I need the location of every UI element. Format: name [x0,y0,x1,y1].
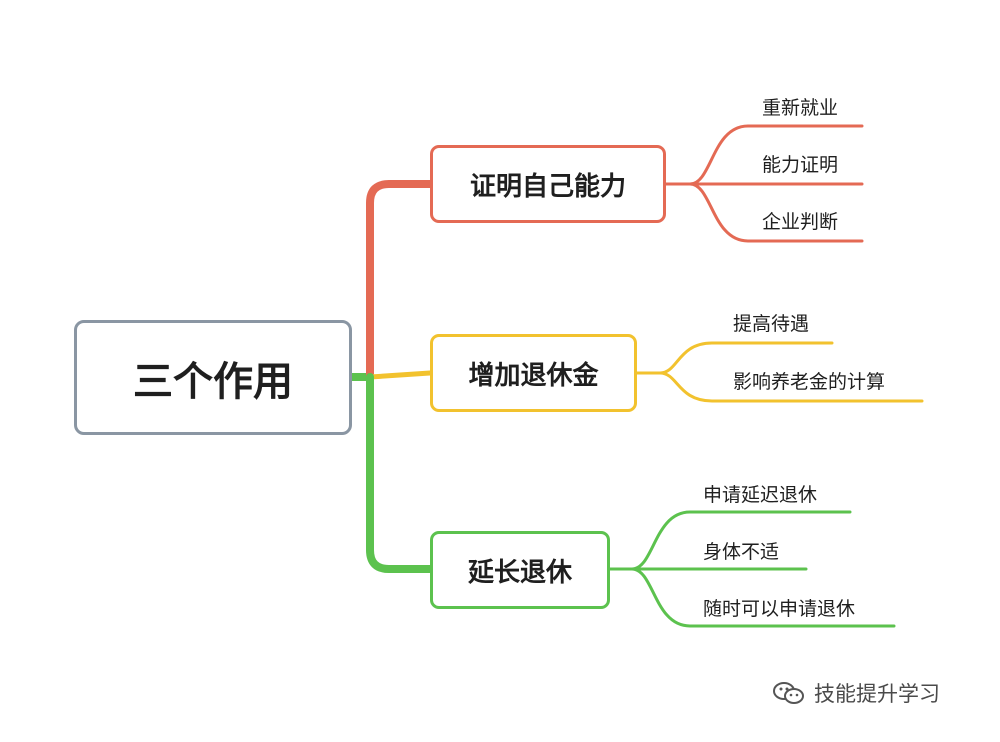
watermark: 技能提升学习 [772,678,940,708]
leaf-connector [688,124,864,186]
trunk-connector-ability [366,180,434,381]
leaf-connector [658,371,924,403]
leaf-connector [688,182,864,243]
root-node: 三个作用 [74,320,352,435]
leaf-item: 影响养老金的计算 [733,371,886,393]
branch-node-retirement: 延长退休 [430,531,610,609]
leaf-connector [630,567,896,628]
leaf-item: 随时可以申请退休 [703,598,856,620]
trunk-connector-retirement [366,373,434,573]
leaf-item: 重新就业 [762,97,839,119]
branch-label: 增加退休金 [468,360,599,391]
leaf-item: 能力证明 [762,154,839,176]
leaf-item: 企业判断 [762,211,839,233]
leaf-item: 身体不适 [703,541,780,563]
wechat-icon [773,682,804,704]
leaf-connector [630,510,852,571]
branch-label: 证明自己能力 [469,171,626,202]
branch-node-ability: 证明自己能力 [430,145,666,223]
leaf-item: 申请延迟退休 [703,484,818,506]
root-label: 三个作用 [133,358,293,405]
branch-node-pension: 增加退休金 [430,334,637,412]
leaf-connector [658,341,834,375]
branch-label: 延长退休 [467,557,572,588]
trunk-connector-pension [367,370,433,380]
watermark-text: 技能提升学习 [814,682,940,706]
leaf-item: 提高待遇 [733,313,810,335]
